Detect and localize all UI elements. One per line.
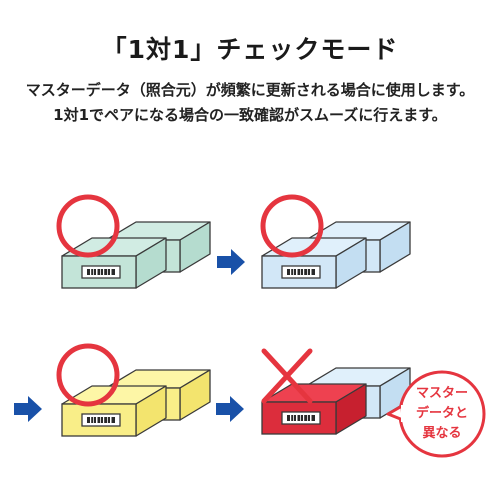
row2-left-group <box>56 343 210 436</box>
callout-bubble: マスター データと 異なる <box>386 370 486 458</box>
description-line-1: マスターデータ（照合元）が頻繁に更新される場合に使用します。 <box>25 81 475 99</box>
page-title: 「1対1」チェックモード <box>101 35 399 64</box>
callout-line-2: データと <box>416 405 468 421</box>
description-line-2: 1対1でペアになる場合の一致確認がスムーズに行えます。 <box>53 106 447 124</box>
match-circle-icon <box>56 343 120 407</box>
green-box-front <box>62 238 166 288</box>
row1-right-group <box>260 194 410 288</box>
right-arrow-icon <box>14 396 42 422</box>
red-box-front <box>262 384 366 434</box>
callout-line-3: 異なる <box>422 426 461 441</box>
row2-right-group <box>261 348 410 434</box>
yellow-box-front <box>62 386 166 436</box>
right-arrow-icon <box>216 396 244 422</box>
row1-left-group <box>56 194 210 288</box>
match-circle-icon <box>56 194 120 258</box>
callout-line-1: マスター <box>416 386 468 401</box>
mismatch-cross-icon <box>261 348 313 404</box>
right-arrow-icon <box>217 249 245 275</box>
match-circle-icon <box>260 194 324 258</box>
